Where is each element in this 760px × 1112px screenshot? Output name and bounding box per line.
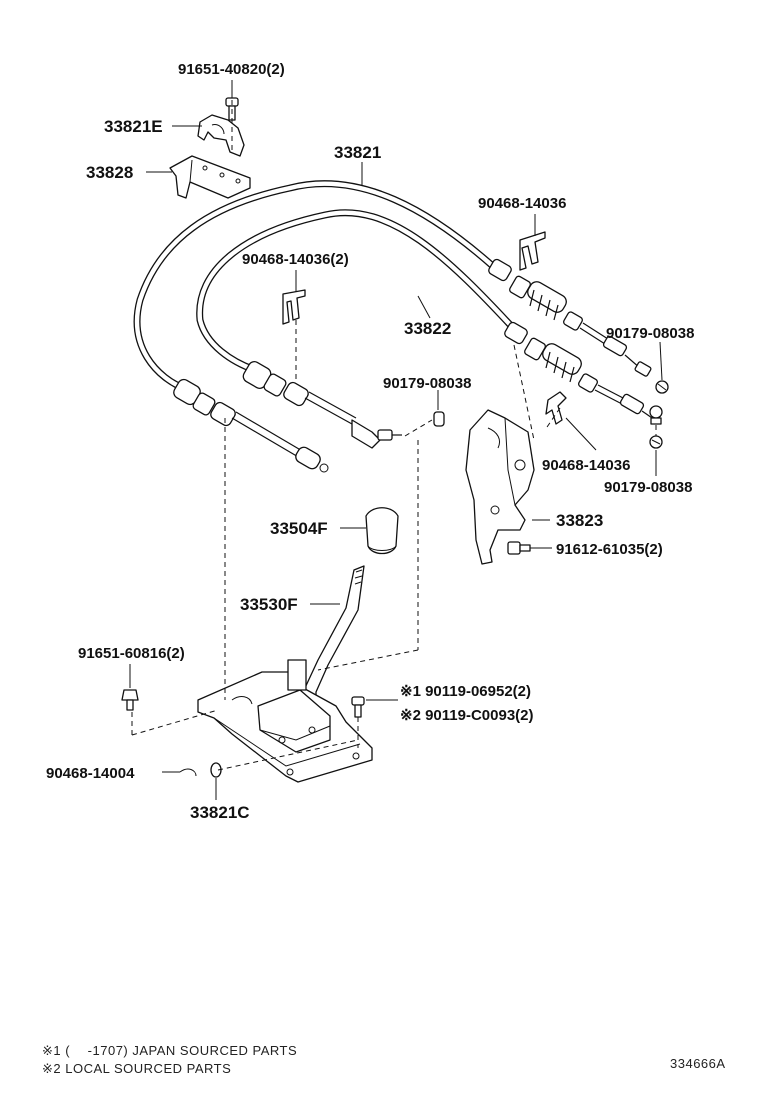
label-90468-14004: 90468-14004 xyxy=(46,765,135,782)
cable-33822 xyxy=(196,209,519,374)
nut-right-3 xyxy=(649,435,663,449)
cable-33821 xyxy=(133,180,499,394)
leader-lines xyxy=(129,80,663,800)
label-90119-C0093: ※2 90119-C0093(2) xyxy=(400,707,534,724)
clip-upper-right xyxy=(519,231,546,271)
shift-knob-33504F xyxy=(365,507,399,555)
bracket-33828 xyxy=(169,155,251,199)
clip-left-upper xyxy=(282,289,306,325)
label-91651-40820: 91651-40820(2) xyxy=(178,61,285,78)
label-91651-60816: 91651-60816(2) xyxy=(78,645,185,662)
pin-90468-14004 xyxy=(179,768,197,777)
label-91612-61035: 91612-61035(2) xyxy=(556,541,663,558)
bolt-33823 xyxy=(507,541,531,555)
nut-left xyxy=(433,411,445,427)
label-90468-14036-2: 90468-14036(2) xyxy=(242,251,349,268)
dashed-guides xyxy=(131,98,657,771)
label-33821C: 33821C xyxy=(190,803,250,822)
label-33822: 33822 xyxy=(404,319,451,338)
bolt-90119 xyxy=(351,696,365,718)
cable-end-upper-right-1 xyxy=(488,258,652,377)
label-33530F: 33530F xyxy=(240,595,298,614)
nut-right-1 xyxy=(655,380,669,394)
cable-end-upper-right-2 xyxy=(504,321,656,421)
label-33821E: 33821E xyxy=(104,117,163,136)
label-33823: 33823 xyxy=(556,511,603,530)
label-90468-14036-lower: 90468-14036 xyxy=(542,457,630,474)
bracket-33823 xyxy=(465,409,535,565)
cable-end-left-2 xyxy=(242,361,402,449)
label-90119-06952: ※1 90119-06952(2) xyxy=(400,683,531,700)
bracket-33821E xyxy=(197,114,245,157)
washer-33821C xyxy=(210,762,222,778)
label-33821: 33821 xyxy=(334,143,381,162)
label-90179-08038-lower: 90179-08038 xyxy=(604,479,692,496)
footnote-japan-sourced: ※1 ( -1707) JAPAN SOURCED PARTS xyxy=(42,1043,297,1058)
clip-right-middle xyxy=(545,391,567,425)
label-90179-08038-upper: 90179-08038 xyxy=(606,325,694,342)
label-90468-14036-upper: 90468-14036 xyxy=(478,195,566,212)
nut-right-2 xyxy=(649,405,663,425)
shift-base-assembly xyxy=(197,659,373,783)
bolt-91651-60816 xyxy=(121,689,139,711)
cable-end-left-1 xyxy=(173,378,329,473)
label-33504F: 33504F xyxy=(270,519,328,538)
diagram-reference-number: 334666A xyxy=(670,1056,726,1071)
footnote-local-sourced: ※2 LOCAL SOURCED PARTS xyxy=(42,1061,231,1076)
label-33828: 33828 xyxy=(86,163,133,182)
label-90179-08038-left: 90179-08038 xyxy=(383,375,471,392)
